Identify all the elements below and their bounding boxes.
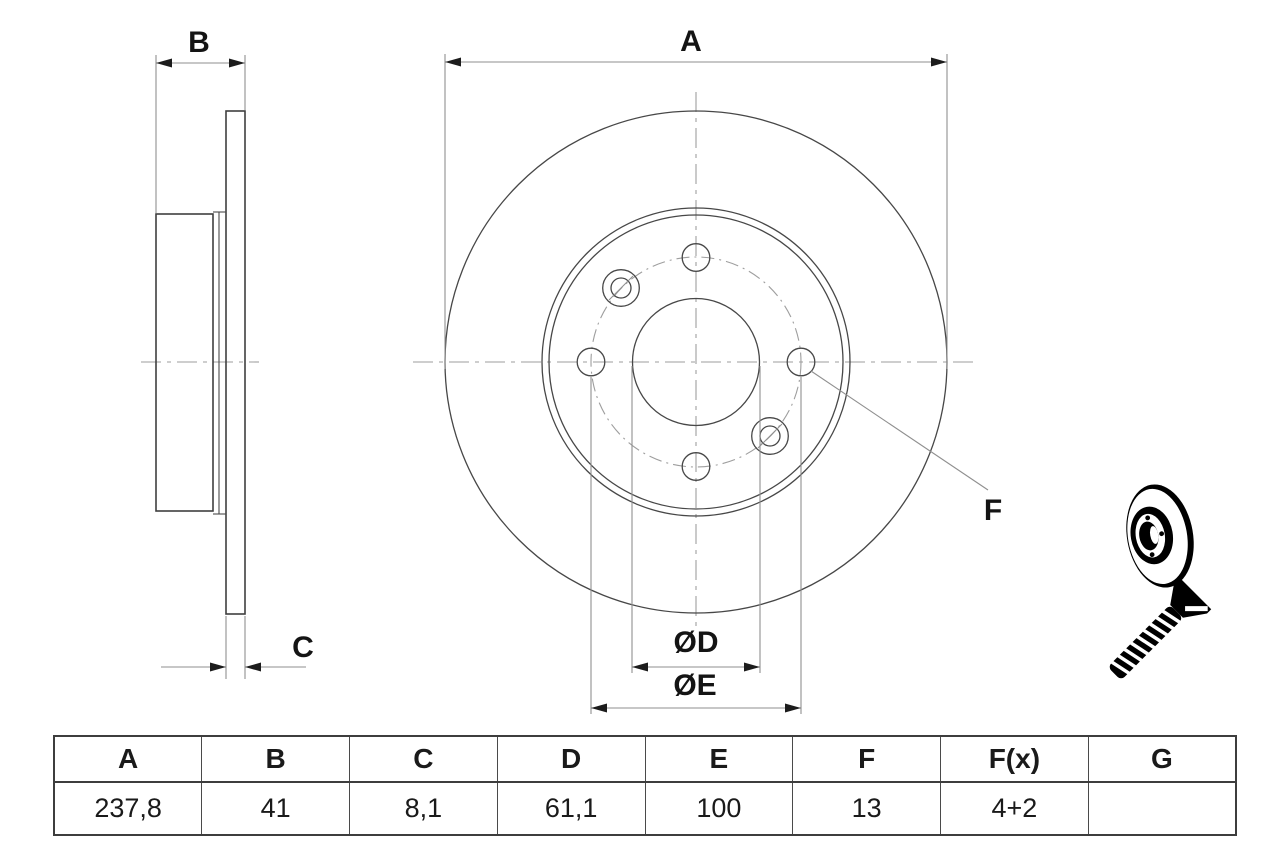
header-cell: F(x) xyxy=(940,735,1089,783)
value-cell: 4+2 xyxy=(940,781,1089,836)
dimension-d: ØD xyxy=(631,366,761,673)
bolt-hole-bottom xyxy=(681,452,711,481)
header-cell: G xyxy=(1087,735,1237,783)
value-cell: 13 xyxy=(792,781,941,836)
hub-profile xyxy=(155,213,214,512)
disc-plate-profile xyxy=(225,110,246,615)
dimension-a: A xyxy=(444,25,948,369)
value-cell: 237,8 xyxy=(53,781,203,836)
bolt-hole-right xyxy=(786,347,816,377)
arrowhead xyxy=(210,662,226,672)
value-cell xyxy=(1087,781,1237,836)
bolt-dot xyxy=(1149,552,1155,558)
center-bore-circle xyxy=(631,297,761,427)
header-cell: C xyxy=(349,735,498,783)
bolt-dot xyxy=(1145,515,1151,521)
dim-label-b: B xyxy=(188,26,210,59)
arrowhead xyxy=(245,662,261,672)
arrowhead xyxy=(229,58,245,68)
arrowhead xyxy=(785,703,801,713)
dim-label-c: C xyxy=(292,631,314,664)
dim-label-e: ØE xyxy=(673,669,716,702)
header-cell: B xyxy=(201,735,350,783)
screw-slot xyxy=(1185,606,1208,612)
front-view xyxy=(413,92,976,627)
dim-label-f: F xyxy=(984,494,1002,527)
screw-threads xyxy=(1109,608,1183,676)
dimension-b: B xyxy=(155,26,246,213)
side-view xyxy=(141,110,259,615)
value-cell: 41 xyxy=(201,781,350,836)
screw-icon xyxy=(1109,576,1212,679)
brake-disc-icon xyxy=(1126,484,1194,588)
value-cell: 61,1 xyxy=(496,781,646,836)
header-cell: E xyxy=(644,735,794,783)
dimension-c: C xyxy=(161,616,314,679)
spec-table-header-row: A B C D E F F(x) G xyxy=(53,735,1237,783)
screw-hole-lower-right xyxy=(751,417,789,455)
screw-hole-upper-left xyxy=(602,269,640,307)
bolt-hole-top xyxy=(681,243,711,272)
dimension-f: F xyxy=(810,370,1002,527)
arrowhead xyxy=(156,58,172,68)
value-cell: 100 xyxy=(644,781,794,836)
header-cell: D xyxy=(496,735,646,783)
header-cell: A xyxy=(53,735,203,783)
dim-label-d: ØD xyxy=(674,626,719,659)
arrowhead xyxy=(931,57,947,67)
dim-label-a: A xyxy=(680,25,702,58)
spec-table-value-row: 237,8 41 8,1 61,1 100 13 4+2 xyxy=(53,781,1237,836)
arrowhead xyxy=(632,662,648,672)
leader-line xyxy=(810,370,989,491)
value-cell: 8,1 xyxy=(349,781,498,836)
dimension-e: ØE xyxy=(590,377,802,714)
arrowhead xyxy=(591,703,607,713)
bolt-pitch-circle xyxy=(590,256,802,468)
arrowhead xyxy=(744,662,760,672)
header-cell: F xyxy=(792,735,941,783)
spec-table: A B C D E F F(x) G 237,8 41 8,1 61,1 100… xyxy=(53,735,1237,836)
bolt-dot xyxy=(1159,531,1165,537)
hat-inner-circle xyxy=(548,214,844,510)
hat-outer-circle xyxy=(541,207,851,517)
bolt-hole-left xyxy=(576,347,606,377)
arrowhead xyxy=(445,57,461,67)
